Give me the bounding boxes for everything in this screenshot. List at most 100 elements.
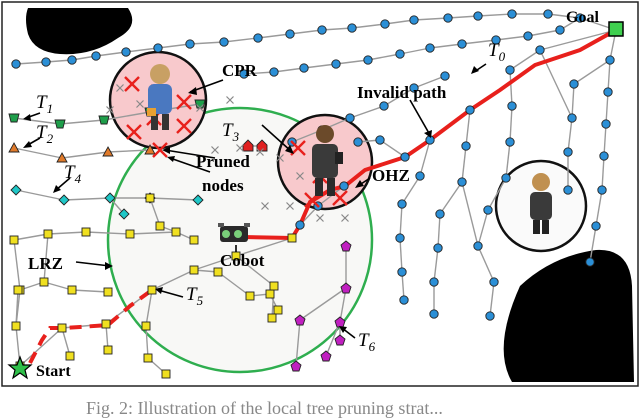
static-obstacle-label-line2: Obstacle bbox=[536, 321, 600, 340]
tree-node bbox=[415, 171, 425, 181]
tree-label-t1: T1 bbox=[36, 92, 53, 116]
tree-node bbox=[39, 277, 49, 287]
tree-node bbox=[67, 285, 77, 295]
tree-edge bbox=[243, 71, 275, 75]
tree-node bbox=[9, 235, 19, 245]
tree-edge bbox=[15, 61, 47, 65]
tree-edge bbox=[19, 327, 63, 367]
tree-node bbox=[399, 295, 409, 305]
lrz-label: LRZ bbox=[28, 254, 63, 273]
tree-node bbox=[219, 37, 229, 47]
tree-edge bbox=[145, 325, 149, 359]
tree-edge bbox=[567, 117, 573, 153]
pruned-cross bbox=[136, 100, 144, 108]
tree-node bbox=[192, 194, 204, 206]
tree-node bbox=[340, 282, 352, 294]
tree-node bbox=[605, 55, 615, 65]
tree-edge bbox=[413, 17, 449, 21]
tree-node bbox=[435, 209, 445, 219]
pruned-cross bbox=[276, 154, 284, 162]
tree-node bbox=[118, 208, 130, 220]
pruned-cross bbox=[236, 144, 244, 152]
ohz-label: OHZ bbox=[372, 166, 410, 185]
tree-node bbox=[340, 240, 352, 252]
tree-node bbox=[269, 67, 279, 77]
tree-edge bbox=[95, 51, 127, 57]
tree-node bbox=[171, 227, 181, 237]
tree-edge bbox=[145, 289, 153, 327]
tree-edge bbox=[107, 149, 151, 153]
tree-node bbox=[143, 353, 153, 363]
tree-edge bbox=[487, 177, 507, 211]
tree-edge bbox=[299, 287, 347, 321]
human-figure-3 bbox=[530, 173, 552, 234]
tree-node bbox=[267, 313, 277, 323]
tree-node bbox=[98, 115, 110, 125]
tree-node bbox=[56, 152, 68, 163]
tree-node bbox=[290, 360, 302, 372]
tree-node bbox=[153, 43, 163, 53]
tree-label-t4: T4 bbox=[64, 162, 82, 186]
tree-node bbox=[161, 369, 171, 379]
tree-node bbox=[103, 287, 113, 297]
tree-edge bbox=[495, 35, 529, 41]
tree-node bbox=[339, 181, 349, 191]
tree-edge bbox=[509, 105, 513, 143]
tree-node bbox=[104, 192, 116, 204]
tree-edge bbox=[189, 41, 225, 45]
tree-node bbox=[397, 199, 407, 209]
valid-path-dashed bbox=[28, 288, 154, 364]
tree-node bbox=[121, 47, 131, 57]
tree-edge bbox=[433, 247, 439, 283]
human-figure-2 bbox=[312, 125, 343, 196]
tree-node bbox=[347, 23, 357, 33]
tree-edge bbox=[43, 233, 49, 283]
tree-node bbox=[363, 55, 373, 65]
tree-edges bbox=[13, 13, 617, 375]
tree-node bbox=[10, 184, 22, 196]
tree-node bbox=[147, 285, 157, 295]
tree-edge bbox=[601, 155, 605, 191]
tree-edge bbox=[461, 145, 467, 183]
tree-label-t0: T0 bbox=[488, 40, 506, 64]
tree-node bbox=[269, 281, 279, 291]
tree-edge bbox=[527, 29, 561, 37]
tree-node bbox=[483, 205, 493, 215]
tree-edge bbox=[61, 327, 71, 357]
tree-node bbox=[331, 59, 341, 69]
tree-node bbox=[213, 267, 223, 277]
pruned-cross bbox=[152, 142, 168, 158]
tree-node bbox=[507, 9, 517, 19]
tree-edge bbox=[605, 91, 609, 125]
tree-node bbox=[569, 79, 579, 89]
tree-node bbox=[597, 185, 607, 195]
pruned-nodes-label-line2: nodes bbox=[202, 176, 244, 195]
tree-edge bbox=[509, 69, 513, 107]
tree-node bbox=[375, 135, 385, 145]
tree-edge bbox=[235, 237, 293, 257]
tree-edge bbox=[351, 23, 386, 29]
tree-edge bbox=[71, 289, 109, 293]
tree-edge bbox=[193, 255, 237, 271]
tree-edge bbox=[47, 231, 87, 235]
tree-edge bbox=[349, 105, 385, 119]
tree-node bbox=[535, 45, 545, 55]
tree-node bbox=[567, 113, 577, 123]
static-obstacle-top-left bbox=[26, 8, 133, 55]
tree-edge bbox=[439, 181, 463, 215]
tree-node bbox=[295, 220, 305, 230]
tree-node bbox=[440, 71, 450, 81]
tree-node bbox=[501, 173, 511, 183]
tree-node bbox=[41, 57, 51, 67]
tree-edge bbox=[63, 197, 111, 201]
tree-node bbox=[265, 289, 275, 299]
tree-edge bbox=[419, 139, 431, 177]
tree-node bbox=[461, 141, 471, 151]
tree-edge bbox=[15, 189, 65, 201]
tree-label-t2: T2 bbox=[36, 122, 54, 146]
tree-node bbox=[473, 11, 483, 21]
tree-edge bbox=[461, 39, 497, 45]
tree-edge bbox=[465, 109, 471, 147]
pruned-cross bbox=[126, 124, 142, 140]
goal-label: Goal bbox=[566, 9, 599, 26]
